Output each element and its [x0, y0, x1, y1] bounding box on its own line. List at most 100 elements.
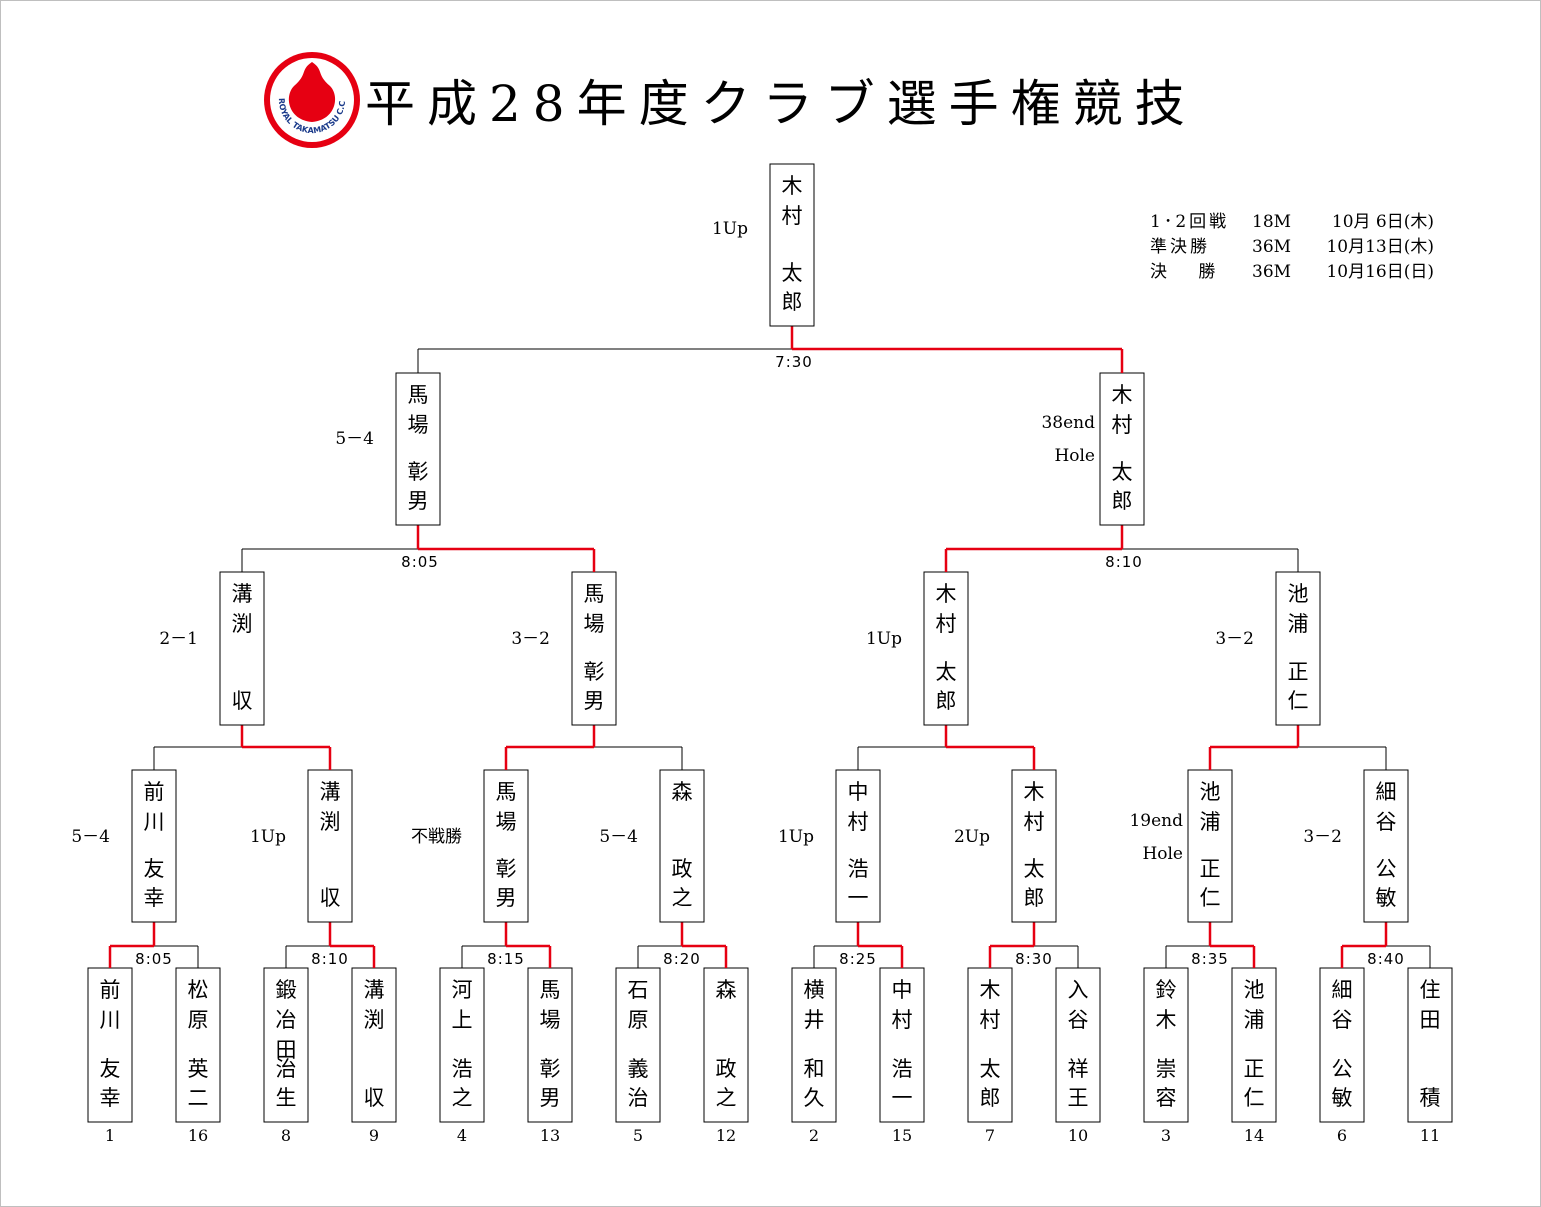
player-name-char: 木	[980, 978, 1001, 1002]
seed-number: 6	[1337, 1126, 1347, 1145]
match-score: 5－4	[71, 827, 110, 847]
player-name-char: 男	[584, 689, 605, 713]
player-name-char: 谷	[1068, 1008, 1089, 1032]
player-name-char: 冶	[276, 1008, 297, 1032]
player-name-char: 溝	[320, 780, 341, 804]
player-name-char: 一	[892, 1086, 913, 1110]
player-box	[131, 769, 177, 923]
player-box	[263, 967, 309, 1123]
player-name-char: 村	[1024, 810, 1045, 834]
player-name-char: 一	[848, 886, 869, 910]
player-box	[967, 967, 1013, 1123]
player-name-char: 公	[1332, 1057, 1353, 1081]
player-box	[615, 967, 661, 1123]
player-box	[219, 571, 265, 726]
schedule-round: 決 勝	[1150, 262, 1219, 282]
seed-number: 1	[105, 1126, 115, 1145]
player-name-char: 溝	[364, 978, 385, 1002]
player-name-char: 政	[716, 1057, 737, 1081]
player-name-char: 浩	[892, 1057, 913, 1081]
player-name-char: 村	[980, 1008, 1001, 1032]
player-name-char: 溝	[232, 582, 253, 606]
player-name-char: 浩	[452, 1057, 473, 1081]
player-name-char: 浦	[1244, 1008, 1265, 1032]
player-box	[1407, 967, 1453, 1123]
player-name-char: 場	[584, 612, 605, 636]
schedule-round: 1･2回戦	[1150, 212, 1230, 232]
player-name-char: 太	[1024, 857, 1045, 881]
player-name-char: 正	[1244, 1057, 1265, 1081]
player-name-char: 正	[1200, 857, 1221, 881]
player-name-char: 郎	[1024, 886, 1045, 910]
seed-number: 15	[892, 1126, 912, 1145]
match-score: 3－2	[1303, 827, 1342, 847]
player-name-char: 鈴	[1156, 978, 1177, 1002]
player-name-char: 友	[100, 1057, 121, 1081]
player-name-char: 場	[408, 413, 429, 437]
match-score: 3－2	[511, 629, 550, 649]
player-name-char: 馬	[408, 383, 429, 407]
player-name-char: 生	[276, 1086, 297, 1110]
match-score: 2－1	[159, 629, 198, 649]
player-box	[1363, 769, 1409, 923]
seed-number: 2	[809, 1126, 819, 1145]
match-score: Hole	[1142, 844, 1183, 864]
player-name-char: 王	[1068, 1086, 1089, 1110]
player-name-char: 仁	[1244, 1086, 1265, 1110]
schedule-date: 10月 6日(木)	[1331, 212, 1434, 232]
player-name-char: 郎	[980, 1086, 1001, 1110]
player-name-char: 彰	[584, 660, 605, 684]
player-name-char: 谷	[1332, 1008, 1353, 1032]
seed-number: 10	[1068, 1126, 1088, 1145]
player-name-char: 崇	[1156, 1057, 1177, 1081]
player-name-char: 村	[936, 612, 957, 636]
player-name-char: 郎	[1112, 489, 1133, 513]
player-box	[835, 769, 881, 923]
player-box	[1231, 967, 1277, 1123]
player-name-char: 馬	[584, 582, 605, 606]
player-name-char: 彰	[496, 857, 517, 881]
player-name-char: 敏	[1376, 886, 1397, 910]
match-score: 1Up	[778, 827, 814, 847]
seed-number: 14	[1244, 1126, 1264, 1145]
player-name-char: 英	[188, 1057, 209, 1081]
player-name-char: 中	[892, 978, 913, 1002]
player-name-char: 河	[452, 978, 473, 1002]
schedule-length: 36M	[1252, 262, 1292, 282]
match-score: 5－4	[599, 827, 638, 847]
player-name-char: 敏	[1332, 1086, 1353, 1110]
seed-number: 13	[540, 1126, 560, 1145]
match-time: 8:20	[663, 950, 701, 968]
match-time: 8:35	[1191, 950, 1229, 968]
player-name-char: 鍛	[276, 978, 297, 1002]
player-name-char: 収	[364, 1086, 385, 1110]
player-name-char: 住	[1420, 978, 1441, 1002]
seed-number: 4	[457, 1126, 467, 1145]
match-score: 1Up	[866, 629, 902, 649]
player-name-char: 井	[804, 1008, 825, 1032]
player-name-char: 上	[452, 1008, 473, 1032]
seed-number: 3	[1161, 1126, 1171, 1145]
seed-number: 9	[369, 1126, 379, 1145]
player-box	[659, 769, 705, 923]
player-box	[1187, 769, 1233, 923]
player-name-char: 谷	[1376, 810, 1397, 834]
match-score: 3－2	[1215, 629, 1254, 649]
seed-number: 7	[985, 1126, 995, 1145]
match-score: 19end	[1129, 811, 1183, 831]
player-box	[527, 967, 573, 1123]
page-title: 平成28年度クラブ選手権競技	[365, 75, 1197, 133]
player-box	[351, 967, 397, 1123]
schedule-round: 準決勝	[1150, 237, 1210, 257]
match-time: 8:10	[1105, 553, 1143, 571]
player-name-char: 木	[782, 174, 803, 198]
player-name-char: 幸	[100, 1086, 121, 1110]
player-name-char: 浦	[1288, 612, 1309, 636]
player-name-char: 村	[892, 1008, 913, 1032]
player-name-char: 仁	[1288, 689, 1309, 713]
player-box	[483, 769, 529, 923]
club-logo: ROYAL TAKAMATSU C.C.	[262, 50, 362, 150]
player-box	[769, 163, 815, 327]
